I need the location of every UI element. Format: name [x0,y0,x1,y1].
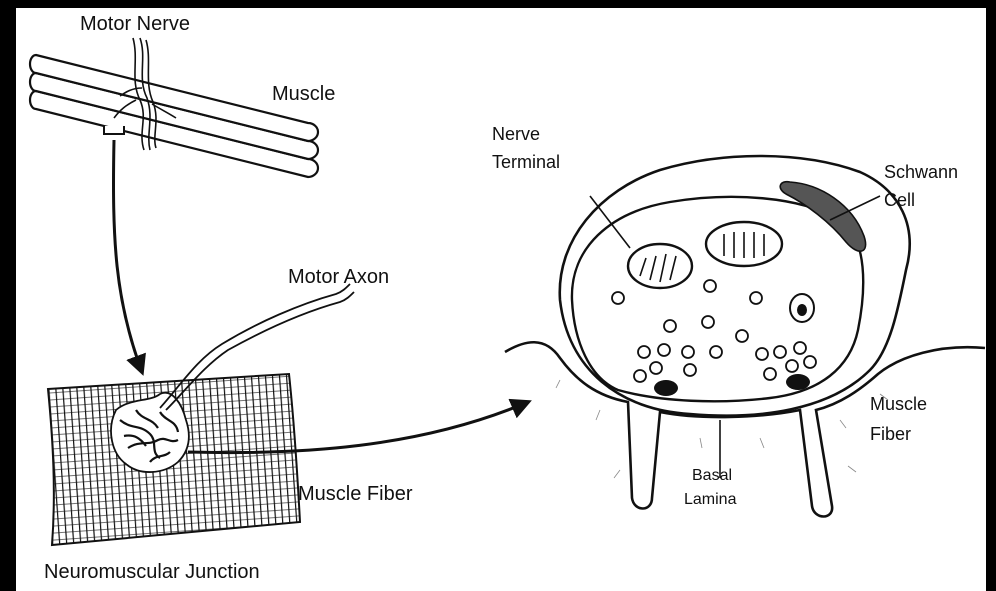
label-nerve-terminal-line2: Terminal [492,152,560,172]
label-muscle-fiber-right-line2: Fiber [870,424,911,444]
label-basal-lamina-line1: Basal [692,467,732,484]
active-zone-right [786,374,810,390]
mitochondrion-left [628,244,692,288]
label-schwann-cell-line2: Cell [884,190,915,210]
label-nerve-terminal-line1: Nerve [492,124,540,144]
label-motor-axon: Motor Axon [288,266,389,288]
label-muscle: Muscle [272,83,335,105]
label-muscle-fiber-right-line1: Muscle [870,394,927,414]
label-motor-nerve: Motor Nerve [80,13,190,35]
label-schwann-cell-line1: Schwann [884,162,958,182]
motor-end-plate [104,126,124,134]
mitochondrion-right [706,222,782,266]
dense-core-vesicle [790,294,814,322]
label-muscle-fiber-left: Muscle Fiber [298,483,413,505]
label-basal-lamina-line2: Lamina [684,491,737,508]
active-zone-left [654,380,678,396]
label-neuromuscular-junction: Neuromuscular Junction [44,561,260,583]
junction-plate [111,393,189,472]
